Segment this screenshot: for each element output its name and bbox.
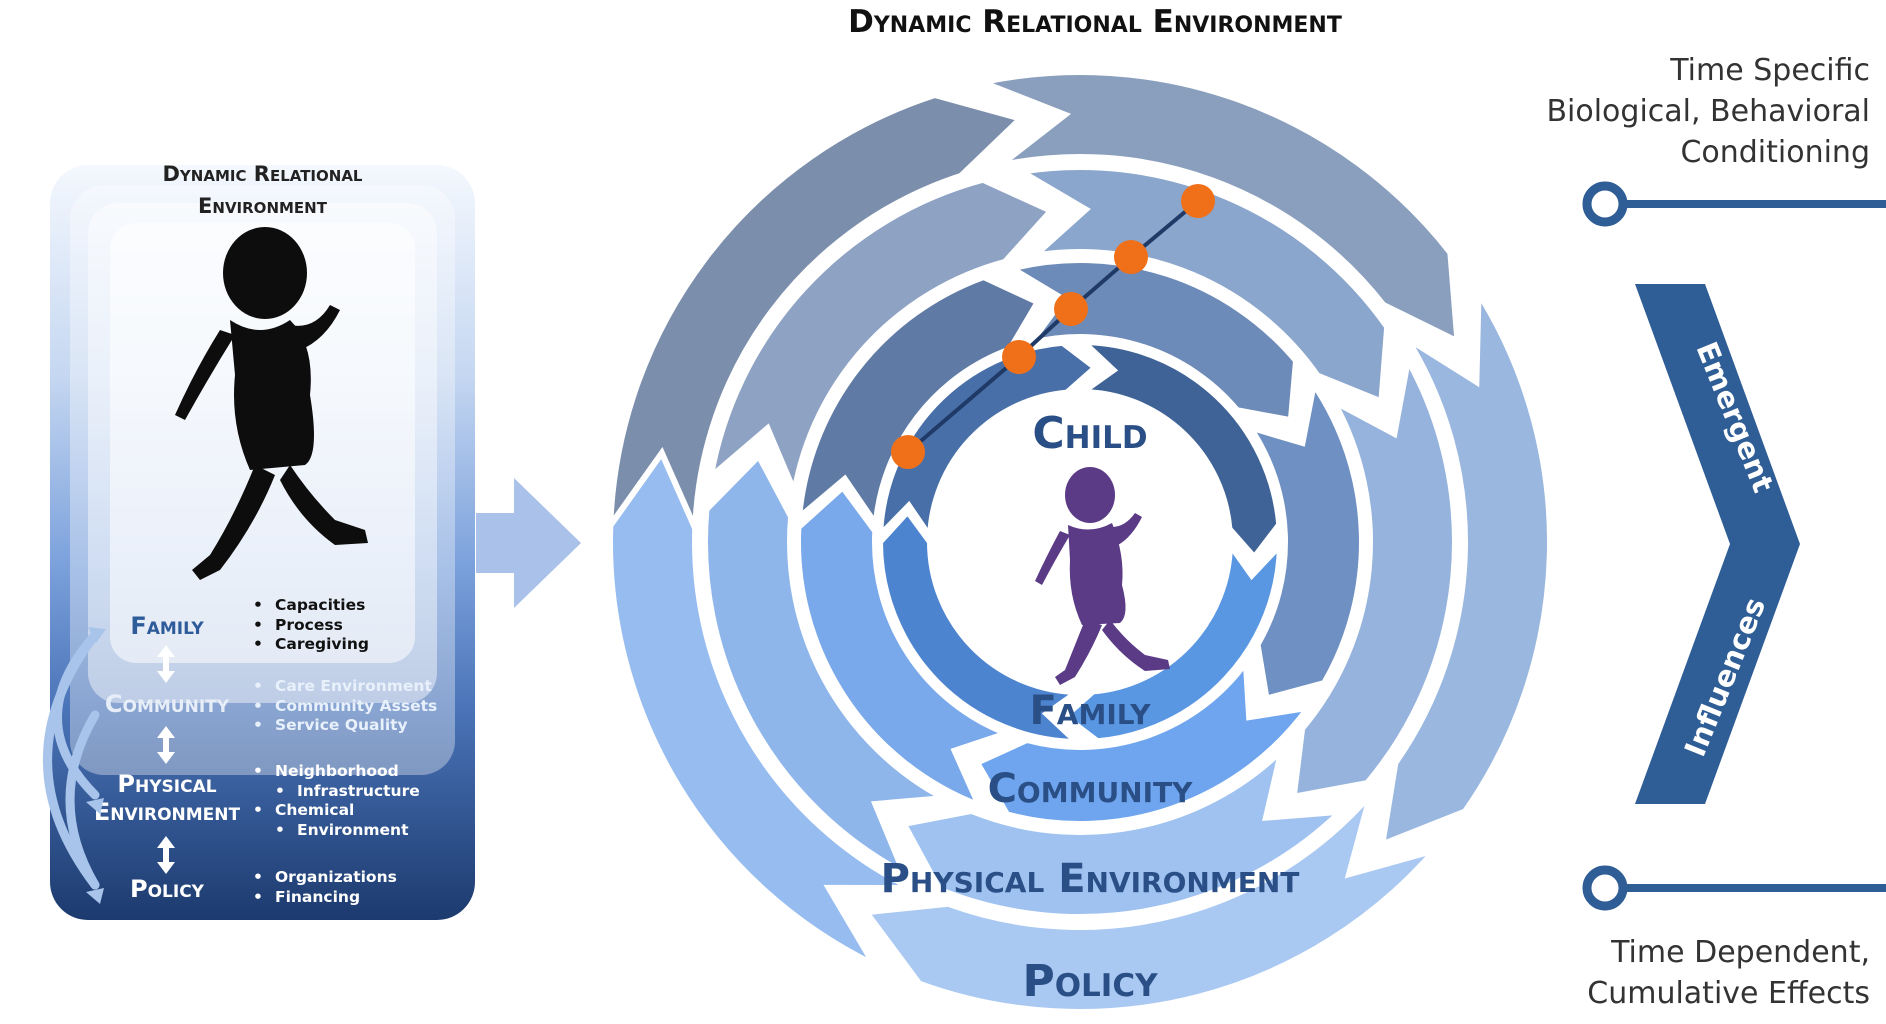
level-label-policy: Policy [130, 875, 204, 903]
level-label-family: Family [130, 612, 204, 640]
ring-physical-segment [702, 450, 955, 880]
main-title: Dynamic Relational Environment [848, 4, 1342, 40]
level-connector-arrows [43, 627, 175, 904]
purple-child-figure [1035, 467, 1170, 685]
ring-policy-segment [971, 69, 1461, 347]
chevron-label-emergent: Emergent [1689, 336, 1781, 498]
ring-label-community: Community [987, 766, 1193, 812]
ring-policy-segment [607, 447, 913, 972]
interaction-dot [1054, 292, 1088, 326]
interaction-dot [891, 435, 925, 469]
time-specific-text: Time Specific Biological, Behavioral Con… [1546, 53, 1870, 170]
timeline-markers [1582, 181, 1886, 911]
bullets-community: Care Environment Community Assets Servic… [253, 677, 437, 736]
bullets-physical: Neighborhood Infrastructure Chemical Env… [253, 762, 420, 840]
emergent-chevron [1635, 284, 1800, 804]
level-label-physical: Physical Environment [93, 770, 241, 826]
ring-policy-segment [1378, 282, 1553, 850]
ring-policy-segment [860, 792, 1444, 1015]
ring-family-segment [1073, 338, 1283, 562]
ring-physical-segment [1290, 351, 1458, 801]
panel-title-line2: Environment [198, 194, 327, 218]
ring-family-segment [876, 506, 1087, 746]
chevron-label-influences: Influences [1677, 592, 1773, 762]
interaction-dot [1002, 340, 1036, 374]
right-arrow-icon [476, 478, 581, 608]
ring-label-family: Family [1029, 688, 1151, 734]
ring-community-segment [795, 273, 1042, 533]
ring-label-physical-environment: Physical Environment [880, 856, 1300, 902]
bullets-family: Capacities Process Caregiving [253, 596, 369, 655]
ring-community-segment [1242, 376, 1365, 703]
ring-label-policy: Policy [1022, 956, 1158, 1007]
ring-family-segment [1060, 535, 1284, 745]
time-dependent-text: Time Dependent, Cumulative Effects [1587, 935, 1870, 1011]
interaction-dot [1181, 184, 1215, 218]
ring-label-child: Child [1032, 408, 1148, 459]
child-silhouette [175, 227, 368, 580]
interaction-arrow [906, 355, 1021, 454]
ring-physical-segment [706, 176, 1056, 503]
level-label-community: Community [104, 690, 230, 718]
panel-title: Dynamic Relational Environment [50, 158, 475, 222]
ring-physical-segment [899, 741, 1349, 920]
ring-policy-segment [606, 91, 1027, 536]
ring-community-segment [795, 482, 1016, 811]
bullets-policy: Organizations Financing [253, 868, 397, 907]
ring-community-segment [972, 653, 1315, 827]
interaction-dot [1114, 240, 1148, 274]
rings-diagram [606, 69, 1553, 1015]
panel-title-line1: Dynamic Relational [162, 162, 363, 186]
